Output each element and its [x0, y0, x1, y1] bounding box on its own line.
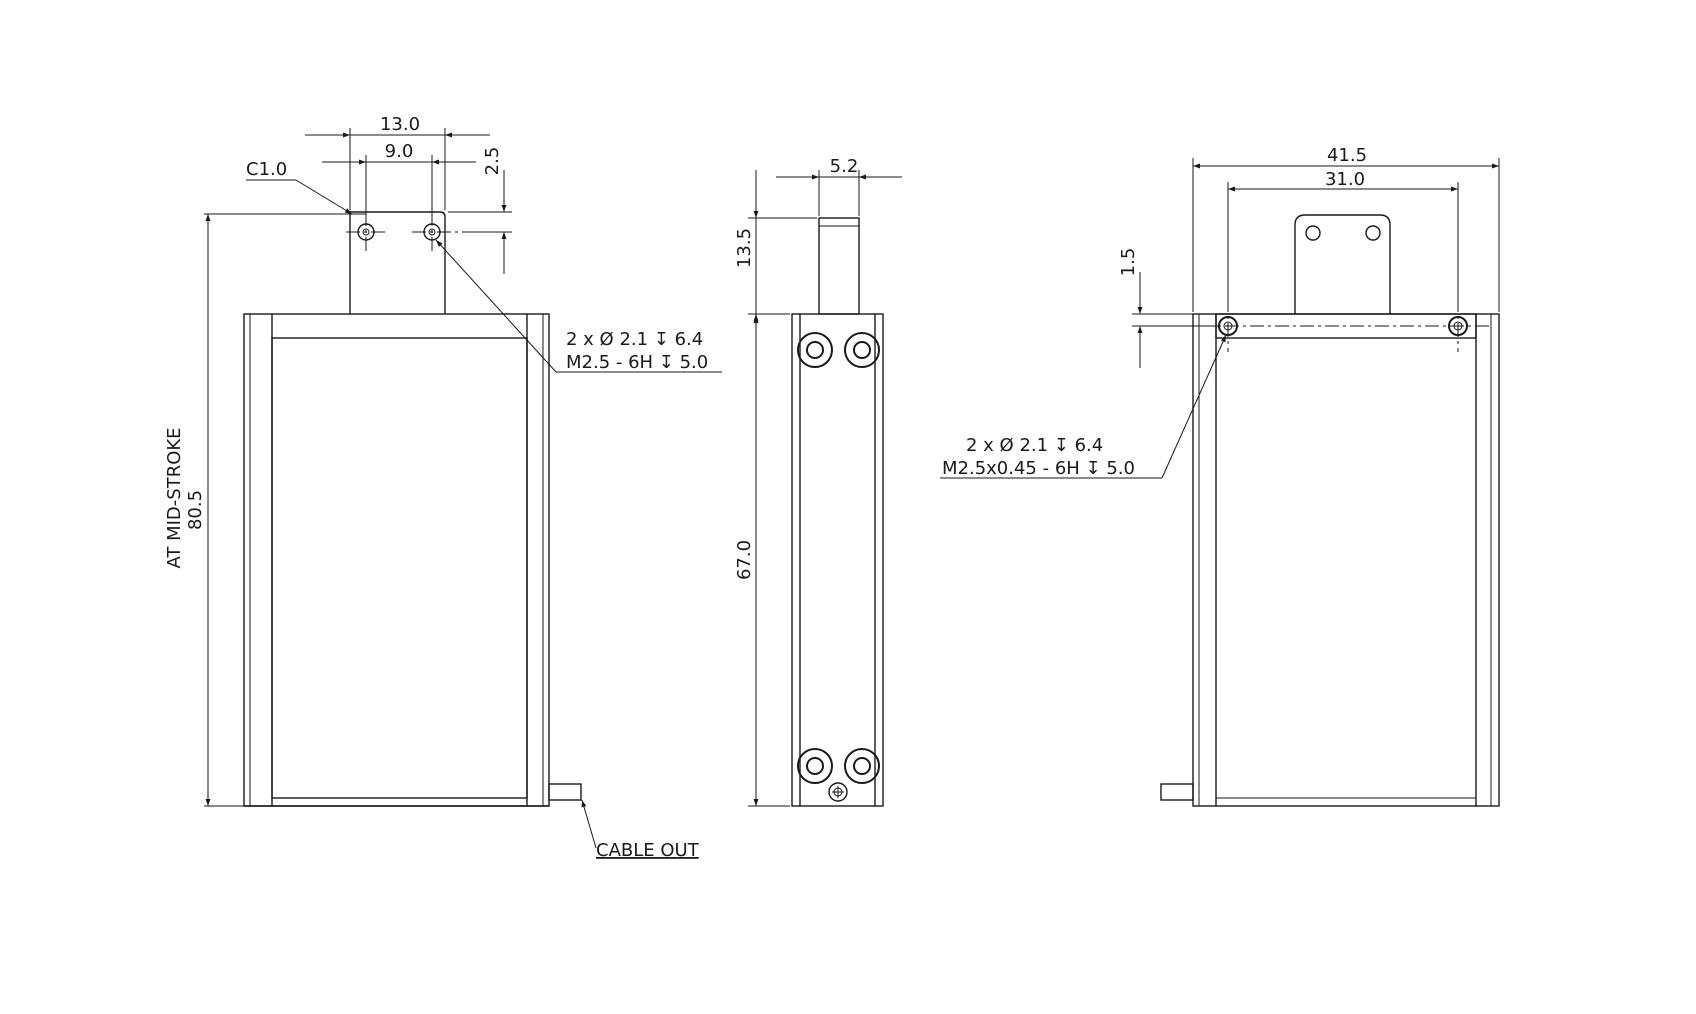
front-dim-2-5: 2.5 [482, 147, 503, 176]
front-view: 13.0 9.0 2.5 C1.0 80.5 AT MID-STROKE 2 x… [164, 114, 722, 861]
side-cable-port [828, 782, 848, 802]
front-inner-panel [271, 337, 528, 799]
rear-inner-panel [1215, 337, 1477, 799]
rear-hole-callout-2: M2.5x0.45 - 6H ↧ 5.0 [942, 458, 1135, 479]
rear-body-outline [1192, 313, 1500, 807]
side-bolt-top-right [844, 332, 880, 368]
front-dim-13: 13.0 [380, 114, 420, 135]
side-dim-67: 67.0 [734, 540, 755, 580]
front-hole-callout-2: M2.5 - 6H ↧ 5.0 [566, 352, 708, 373]
rear-view: 41.5 31.0 1.5 2 x Ø 2.1 ↧ 6.4 M2.5x0.45 … [940, 145, 1500, 807]
rear-mount-tab [1294, 214, 1391, 314]
front-cable-label: CABLE OUT [596, 840, 700, 861]
rear-hole-callout-1: 2 x Ø 2.1 ↧ 6.4 [966, 435, 1103, 456]
side-dim-5-2: 5.2 [830, 156, 859, 177]
rear-dim-31: 31.0 [1325, 169, 1365, 190]
front-dim-80-5: 80.5 [185, 490, 206, 530]
side-dim-13-5: 13.5 [734, 228, 755, 268]
front-cable-stub [548, 783, 582, 801]
side-body-outline [791, 313, 884, 807]
front-mount-tab [349, 211, 446, 314]
side-mount-tab [818, 217, 860, 315]
rear-cable-stub [1160, 783, 1194, 801]
rear-tab-hole-right [1365, 225, 1381, 241]
front-hole-callout-1: 2 x Ø 2.1 ↧ 6.4 [566, 329, 703, 350]
side-bolt-top-left [797, 332, 833, 368]
front-body-outline [243, 313, 550, 807]
front-dim-9: 9.0 [385, 141, 414, 162]
side-bolt-bottom-right [844, 748, 880, 784]
rear-dim-41-5: 41.5 [1327, 145, 1367, 166]
front-dim-80-5-note: AT MID-STROKE [164, 427, 185, 568]
front-chamfer-label: C1.0 [246, 159, 287, 180]
side-view: 5.2 13.5 67.0 [734, 156, 902, 807]
side-bolt-bottom-left [797, 748, 833, 784]
rear-tab-hole-left [1305, 225, 1321, 241]
rear-dim-1-5: 1.5 [1118, 248, 1139, 277]
